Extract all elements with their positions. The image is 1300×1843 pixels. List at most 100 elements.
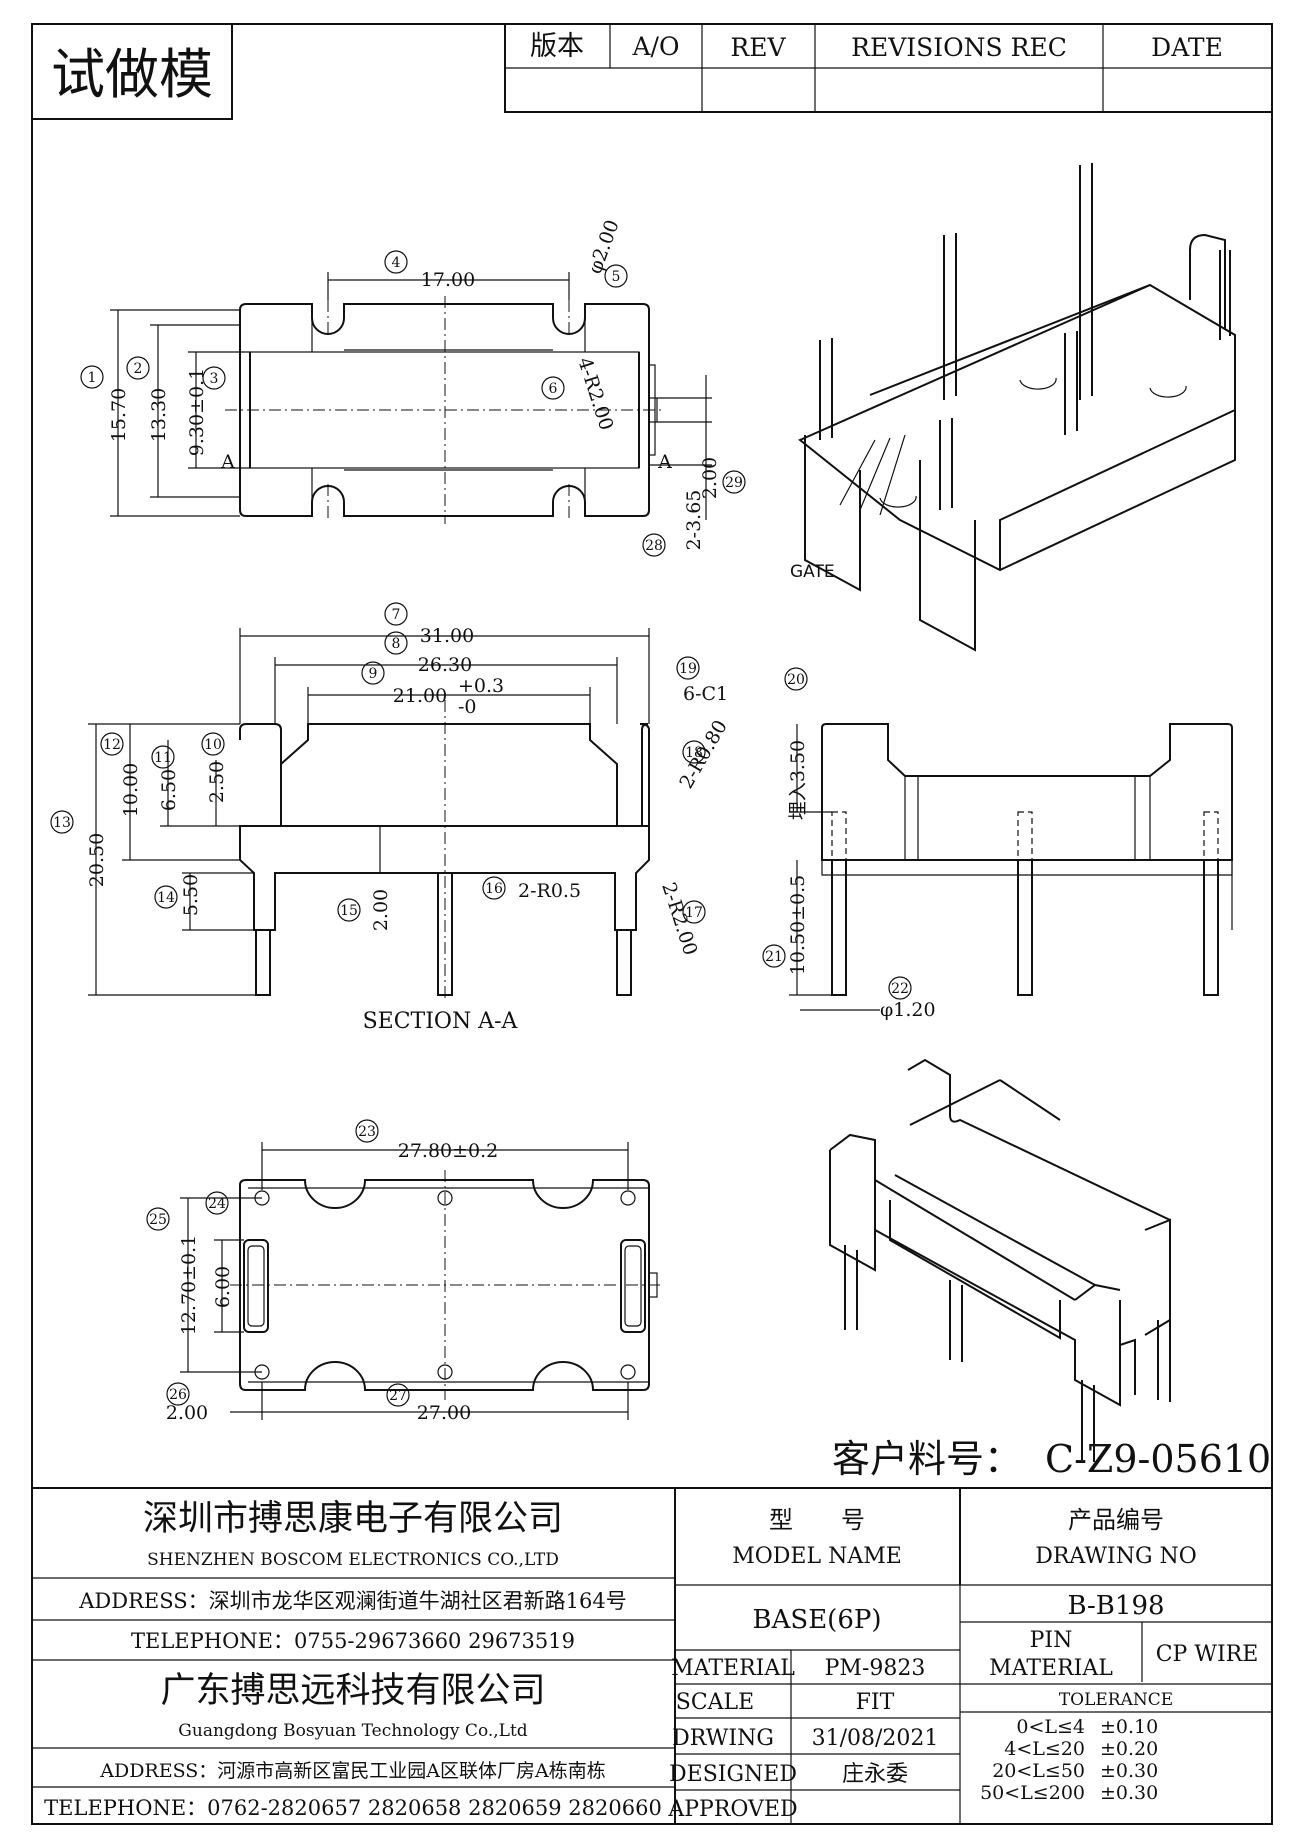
model-value: BASE(6P) xyxy=(753,1605,882,1635)
version-value: A/O xyxy=(632,32,680,61)
dim-4r2: 4-R2.00 xyxy=(573,355,617,433)
scale-label: SCALE xyxy=(676,1690,754,1715)
bottom-view-dimensions: 27.80±0.2 12.70±0.1 6.00 27.00 2.00 xyxy=(166,1140,629,1424)
customer-part-value: C-Z9-05610 xyxy=(1045,1437,1271,1481)
material-value: PM-9823 xyxy=(825,1656,926,1681)
company2-cn: 广东搏思远科技有限公司 xyxy=(160,1671,545,1711)
dim-10-00: 10.00 xyxy=(120,763,142,817)
balloon-number: 7 xyxy=(392,607,401,623)
balloon-5: 5 xyxy=(604,264,628,288)
balloon-21: 21 xyxy=(762,944,786,968)
balloon-29: 29 xyxy=(722,470,746,494)
balloon-number: 12 xyxy=(103,737,121,753)
balloon-number: 16 xyxy=(485,881,503,897)
dim-17: 17.00 xyxy=(421,269,475,291)
balloon-22: 22 xyxy=(888,976,912,1000)
stamp-text: 试做模 xyxy=(51,43,213,106)
balloon-18: 18 xyxy=(682,740,706,764)
dim-12-70: 12.70±0.1 xyxy=(178,1235,200,1336)
dim-21-tol-dn: -0 xyxy=(458,696,477,718)
balloon-number: 22 xyxy=(891,981,909,997)
balloon-number: 4 xyxy=(392,255,401,271)
balloon-number: 5 xyxy=(612,269,621,285)
balloon-number: 29 xyxy=(725,475,743,491)
scale-value: FIT xyxy=(856,1690,895,1715)
dim-27-00: 27.00 xyxy=(417,1402,471,1424)
pin-material-value: CP WIRE xyxy=(1156,1642,1259,1667)
balloon-11: 11 xyxy=(151,745,175,769)
balloon-2: 2 xyxy=(126,356,150,380)
dim-2-3-65: 2-3.65 xyxy=(683,490,705,551)
gate-label: GATE xyxy=(790,562,835,582)
balloon-number: 8 xyxy=(392,636,401,652)
balloon-number: 13 xyxy=(53,815,71,831)
dim-2-00-wall: 2.00 xyxy=(370,889,392,931)
dim-2-00-slot: 2.00 xyxy=(699,457,721,499)
company1-cn: 深圳市搏思康电子有限公司 xyxy=(143,1499,563,1539)
balloon-4: 4 xyxy=(384,250,408,274)
pin-material-label-2: MATERIAL xyxy=(989,1656,1113,1681)
tolerance-range: 50<L≤200 xyxy=(980,1782,1085,1804)
balloon-6: 6 xyxy=(541,376,565,400)
model-label-cn: 型 号 xyxy=(769,1506,865,1534)
balloon-number: 9 xyxy=(369,666,378,682)
address1: ADDRESS：深圳市龙华区观澜街道牛湖社区君新路164号 xyxy=(78,1589,626,1613)
balloon-25: 25 xyxy=(146,1207,170,1231)
side-view xyxy=(821,723,1233,996)
tolerance-value: ±0.20 xyxy=(1100,1738,1158,1760)
dim-6-50: 6.50 xyxy=(158,769,180,811)
balloon-number: 14 xyxy=(157,890,175,906)
dim-10-50: 10.50±0.5 xyxy=(787,875,809,976)
dim-31-00: 31.00 xyxy=(420,625,474,647)
balloon-14: 14 xyxy=(154,885,178,909)
company1-en: SHENZHEN BOSCOM ELECTRONICS CO.,LTD xyxy=(147,1550,559,1570)
revisions-header: REVISIONS REC xyxy=(851,33,1067,62)
material-label: MATERIAL xyxy=(671,1656,795,1681)
tolerance-value: ±0.10 xyxy=(1100,1716,1158,1738)
section-a-a-label: SECTION A-A xyxy=(363,1009,519,1034)
tolerance-range: 20<L≤50 xyxy=(992,1760,1085,1782)
balloon-number: 2 xyxy=(134,361,143,377)
drawing-date-value: 31/08/2021 xyxy=(812,1726,939,1751)
callout-balloons: 1234567891011121314151617181920212223242… xyxy=(50,250,912,1407)
dim-13-30: 13.30 xyxy=(148,388,170,442)
revision-table: 版本 A/O REV REVISIONS REC DATE xyxy=(504,23,1273,113)
pin-material-label-1: PIN xyxy=(1030,1628,1073,1653)
balloon-number: 28 xyxy=(645,538,663,554)
balloon-20: 20 xyxy=(784,667,808,691)
dim-2-r0-5: 2-R0.5 xyxy=(518,880,581,902)
tolerance-range: 0<L≤4 xyxy=(1016,1716,1085,1738)
balloon-number: 6 xyxy=(549,381,558,397)
balloon-number: 21 xyxy=(765,949,783,965)
drawing-date-label: DRWING xyxy=(672,1726,774,1751)
balloon-number: 11 xyxy=(154,750,172,766)
approved-label: APPROVED xyxy=(667,1797,797,1822)
tolerance-label: TOLERANCE xyxy=(1059,1690,1173,1710)
balloon-28: 28 xyxy=(642,533,666,557)
balloon-26: 26 xyxy=(166,1382,190,1406)
balloon-number: 27 xyxy=(389,1388,407,1404)
version-label: 版本 xyxy=(530,31,584,62)
dim-phi2: φ2.00 xyxy=(584,217,624,277)
balloon-16: 16 xyxy=(482,876,506,900)
balloon-12: 12 xyxy=(100,732,124,756)
balloon-19: 19 xyxy=(676,656,700,680)
top-view xyxy=(225,296,665,524)
dim-6-00: 6.00 xyxy=(212,1266,234,1308)
dim-2-50: 2.50 xyxy=(206,761,228,803)
trial-mold-stamp: 试做模 xyxy=(31,23,233,120)
section-a-a-view: SECTION A-A xyxy=(239,700,650,1034)
tolerance-value: ±0.30 xyxy=(1100,1760,1158,1782)
tolerance-value: ±0.30 xyxy=(1100,1782,1158,1804)
balloon-number: 3 xyxy=(210,371,219,387)
balloon-7: 7 xyxy=(384,602,408,626)
top-view-dimensions: 17.00 φ2.00 4-R2.00 15.70 13.30 9.30±0.1… xyxy=(108,217,721,550)
balloon-number: 17 xyxy=(685,905,703,921)
dim-6-c1: 6-C1 xyxy=(683,683,728,705)
balloon-23: 23 xyxy=(355,1119,379,1143)
balloon-number: 23 xyxy=(358,1124,376,1140)
balloon-1: 1 xyxy=(80,365,104,389)
address2: ADDRESS：河源市高新区富民工业园A区联体厂房A栋南栋 xyxy=(99,1760,606,1782)
balloon-number: 25 xyxy=(149,1212,167,1228)
drawing-label-cn: 产品编号 xyxy=(1068,1506,1164,1534)
